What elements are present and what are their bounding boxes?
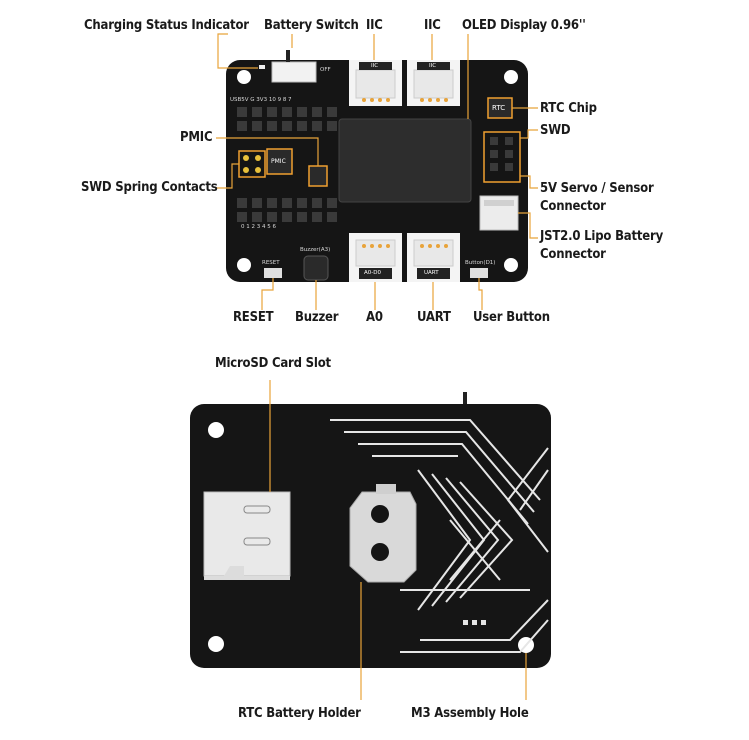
- bottom-switch-lever: [463, 392, 467, 404]
- silk-header-top: USB5V G 3V3 10 9 8 7: [230, 97, 292, 103]
- bottom-hole-bl: [208, 636, 224, 652]
- iic-connector-right: [407, 60, 460, 106]
- label-m3-assembly-hole: M3 Assembly Hole: [411, 706, 529, 721]
- swd-header: [483, 131, 521, 183]
- silk-a0: A0-D0: [364, 270, 381, 276]
- label-user-button: User Button: [473, 310, 550, 325]
- silk-header-bottom: 0 1 2 3 4 5 6: [241, 224, 276, 230]
- battery-switch: [271, 61, 317, 83]
- silk-off: OFF: [320, 67, 331, 73]
- silk-reset: RESET: [262, 260, 280, 266]
- label-iic-left: IIC: [366, 18, 383, 33]
- bottom-test-pads: [463, 620, 486, 625]
- battery-switch-lever: [286, 50, 290, 62]
- microsd-slot: [203, 491, 291, 580]
- label-swd-spring-contacts: SWD Spring Contacts: [81, 180, 218, 195]
- silk-rtc: RTC: [492, 104, 506, 112]
- silk-uart: UART: [424, 270, 439, 276]
- mount-hole-tr: [504, 70, 518, 84]
- label-jst-connector-1: JST2.0 Lipo Battery: [540, 229, 663, 244]
- label-pmic: PMIC: [180, 130, 213, 145]
- label-servo-connector-1: 5V Servo / Sensor: [540, 181, 654, 196]
- charging-led: [259, 65, 265, 69]
- uart-connector: [407, 233, 460, 282]
- label-iic-right: IIC: [424, 18, 441, 33]
- pin-header-bottom: [237, 198, 337, 222]
- user-button: [470, 268, 488, 278]
- label-uart: UART: [417, 310, 451, 325]
- label-buzzer: Buzzer: [295, 310, 339, 325]
- top-leader-lines: [216, 33, 538, 310]
- label-a0: A0: [366, 310, 383, 325]
- bottom-hole-tl: [208, 422, 224, 438]
- mount-hole-br: [504, 258, 518, 272]
- oled-display: [338, 118, 472, 203]
- x-trace-pattern: [330, 419, 549, 653]
- label-swd: SWD: [540, 123, 571, 138]
- pmic-chip: [266, 148, 293, 175]
- label-reset: RESET: [233, 310, 274, 325]
- iic-connector-left: [349, 60, 402, 106]
- silk-iic-right: IIC: [429, 63, 437, 69]
- bottom-leader-lines: [269, 380, 527, 700]
- label-charging-status-indicator: Charging Status Indicator: [84, 18, 249, 33]
- mount-hole-bl: [237, 258, 251, 272]
- rtc-battery-holder: [349, 484, 417, 583]
- silk-button: Button(D1): [465, 260, 496, 266]
- label-microsd-slot: MicroSD Card Slot: [215, 356, 331, 371]
- silk-pmic: PMIC: [271, 158, 286, 165]
- label-rtc-chip: RTC Chip: [540, 101, 597, 116]
- label-rtc-battery-holder: RTC Battery Holder: [238, 706, 361, 721]
- silk-iic-left: IIC: [371, 63, 379, 69]
- silk-buzzer: Buzzer(A3): [300, 247, 331, 253]
- pin-header-top: [237, 107, 337, 131]
- pmic-inductor: [308, 165, 328, 187]
- label-jst-connector-2: Connector: [540, 247, 606, 262]
- buzzer: [303, 255, 329, 281]
- reset-button: [264, 268, 282, 278]
- label-oled-display: OLED Display 0.96'': [462, 18, 586, 33]
- label-battery-switch: Battery Switch: [264, 18, 359, 33]
- a0-connector: [349, 233, 402, 282]
- label-servo-connector-2: Connector: [540, 199, 606, 214]
- mount-hole-tl: [237, 70, 251, 84]
